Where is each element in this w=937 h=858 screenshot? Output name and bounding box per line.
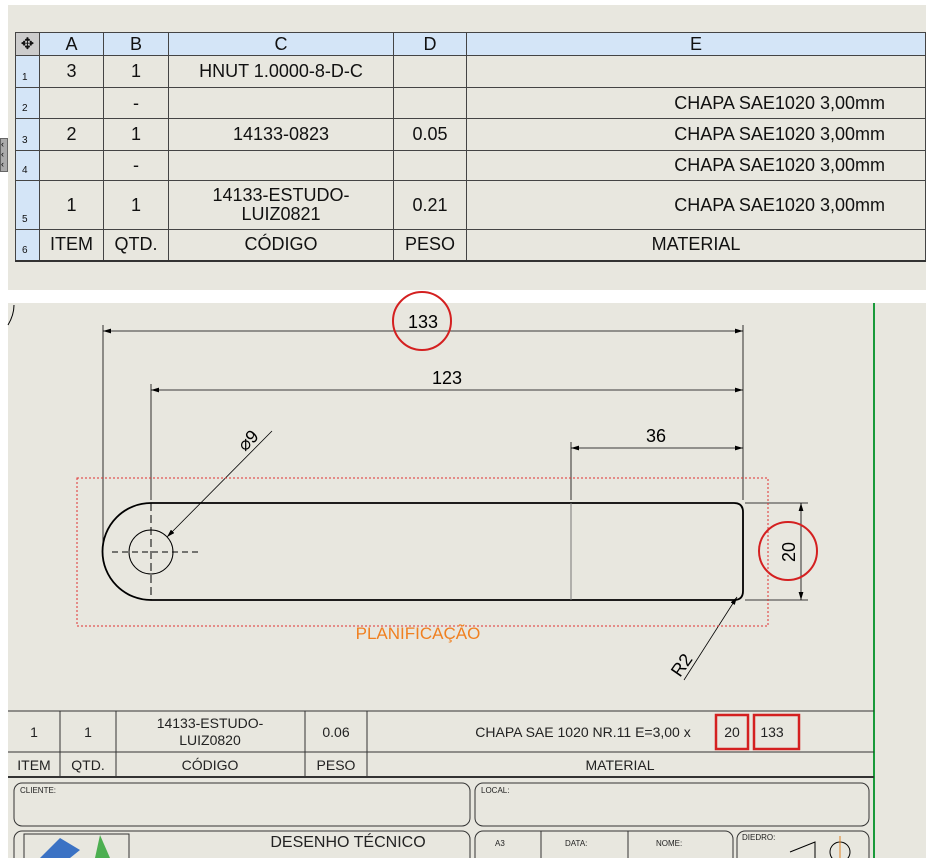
cell-peso[interactable] [393, 55, 467, 88]
sheet-bom-codigo-1[interactable]: 14133-ESTUDO- [157, 715, 264, 731]
cell-codigo[interactable]: 14133-ESTUDO-LUIZ0821 [168, 180, 394, 230]
dim-123[interactable]: 123 [432, 368, 462, 388]
header-codigo[interactable]: CÓDIGO [168, 229, 394, 262]
dim-133[interactable]: 133 [408, 312, 438, 332]
sheet-header-qtd: QTD. [71, 757, 104, 773]
sheet-header-item: ITEM [17, 757, 50, 773]
cell-peso[interactable] [393, 150, 467, 181]
title-block-title: DESENHO TÉCNICO [270, 832, 425, 851]
logo-icon [40, 838, 80, 858]
sheet-bom-length[interactable]: 133 [760, 724, 784, 740]
col-header-e[interactable]: E [466, 32, 926, 56]
sheet-bom-peso[interactable]: 0.06 [322, 724, 349, 740]
dim-diameter-leader[interactable] [166, 430, 273, 538]
sheet-bom-material[interactable]: CHAPA SAE 1020 NR.11 E=3,00 x [475, 724, 690, 740]
cell-qtd[interactable]: 1 [103, 180, 169, 230]
sheet-header-codigo: CÓDIGO [182, 757, 239, 773]
row-header[interactable]: 6 [15, 229, 40, 262]
collapse-handle[interactable]: ‹‹‹ [0, 138, 8, 172]
codigo-line1: 14133-ESTUDO- [212, 185, 350, 205]
dim-diameter[interactable]: ⌀9 [234, 426, 263, 455]
row-header[interactable]: 3 [15, 118, 40, 151]
bom-table: ✥ A B C D E 1 3 1 HNUT 1.0000-8-D-C 2 - … [15, 32, 926, 262]
cell-codigo[interactable] [168, 87, 394, 119]
cell-material[interactable]: CHAPA SAE1020 3,00mm [466, 180, 926, 230]
diedro-label: DIEDRO: [742, 833, 775, 842]
table-header-row: 6 ITEM QTD. CÓDIGO PESO MATERIAL [15, 229, 926, 262]
cell-material[interactable] [466, 55, 926, 88]
col-header-b[interactable]: B [103, 32, 169, 56]
cell-qtd[interactable]: 1 [103, 118, 169, 151]
cell-item[interactable]: 1 [39, 180, 104, 230]
sheet-bom-width[interactable]: 20 [724, 724, 740, 740]
header-material[interactable]: MATERIAL [466, 229, 926, 262]
sheet-bom-qtd[interactable]: 1 [84, 724, 92, 740]
dim-20[interactable]: 20 [779, 542, 799, 562]
cell-peso[interactable]: 0.21 [393, 180, 467, 230]
highlight-box [714, 713, 750, 751]
sheet-bom-codigo-2[interactable]: LUIZ0820 [179, 732, 241, 748]
cell-material[interactable]: CHAPA SAE1020 3,00mm [466, 150, 926, 181]
nome-label: NOME: [656, 839, 682, 848]
part-outline[interactable] [101, 502, 744, 601]
highlight-box [752, 713, 801, 751]
table-move-icon[interactable]: ✥ [15, 32, 40, 56]
dim-36[interactable]: 36 [646, 426, 666, 446]
cell-peso[interactable] [393, 87, 467, 119]
data-label: DATA: [565, 839, 587, 848]
row-header[interactable]: 5 [15, 180, 40, 230]
sheet-header-peso: PESO [317, 757, 356, 773]
sheet-bom-item[interactable]: 1 [30, 724, 38, 740]
dim-radius[interactable]: R2 [667, 650, 697, 680]
drawing-sheet [8, 303, 926, 858]
highlight-circle [758, 521, 818, 581]
codigo-line2: LUIZ0821 [241, 204, 321, 224]
sheet-header-material: MATERIAL [586, 757, 655, 773]
header-peso[interactable]: PESO [393, 229, 467, 262]
format-label: A3 [495, 839, 505, 848]
cliente-label: CLIENTE: [20, 786, 56, 795]
cell-material[interactable]: CHAPA SAE1020 3,00mm [466, 118, 926, 151]
projection-symbol-icon [789, 841, 816, 858]
local-label: LOCAL: [481, 786, 509, 795]
flat-pattern-bbox [76, 477, 769, 627]
table-row: 4 - CHAPA SAE1020 3,00mm [15, 150, 926, 181]
col-header-a[interactable]: A [39, 32, 104, 56]
row-header[interactable]: 2 [15, 87, 40, 119]
cell-codigo[interactable]: HNUT 1.0000-8-D-C [168, 55, 394, 88]
flat-pattern-label: PLANIFICAÇÃO [356, 624, 481, 643]
highlight-circle [392, 291, 452, 351]
table-row: 5 1 1 14133-ESTUDO-LUIZ0821 0.21 CHAPA S… [15, 180, 926, 230]
header-qtd[interactable]: QTD. [103, 229, 169, 262]
col-header-c[interactable]: C [168, 32, 394, 56]
cell-codigo[interactable] [168, 150, 394, 181]
dim-radius-leader[interactable] [683, 596, 738, 681]
row-header[interactable]: 1 [15, 55, 40, 88]
